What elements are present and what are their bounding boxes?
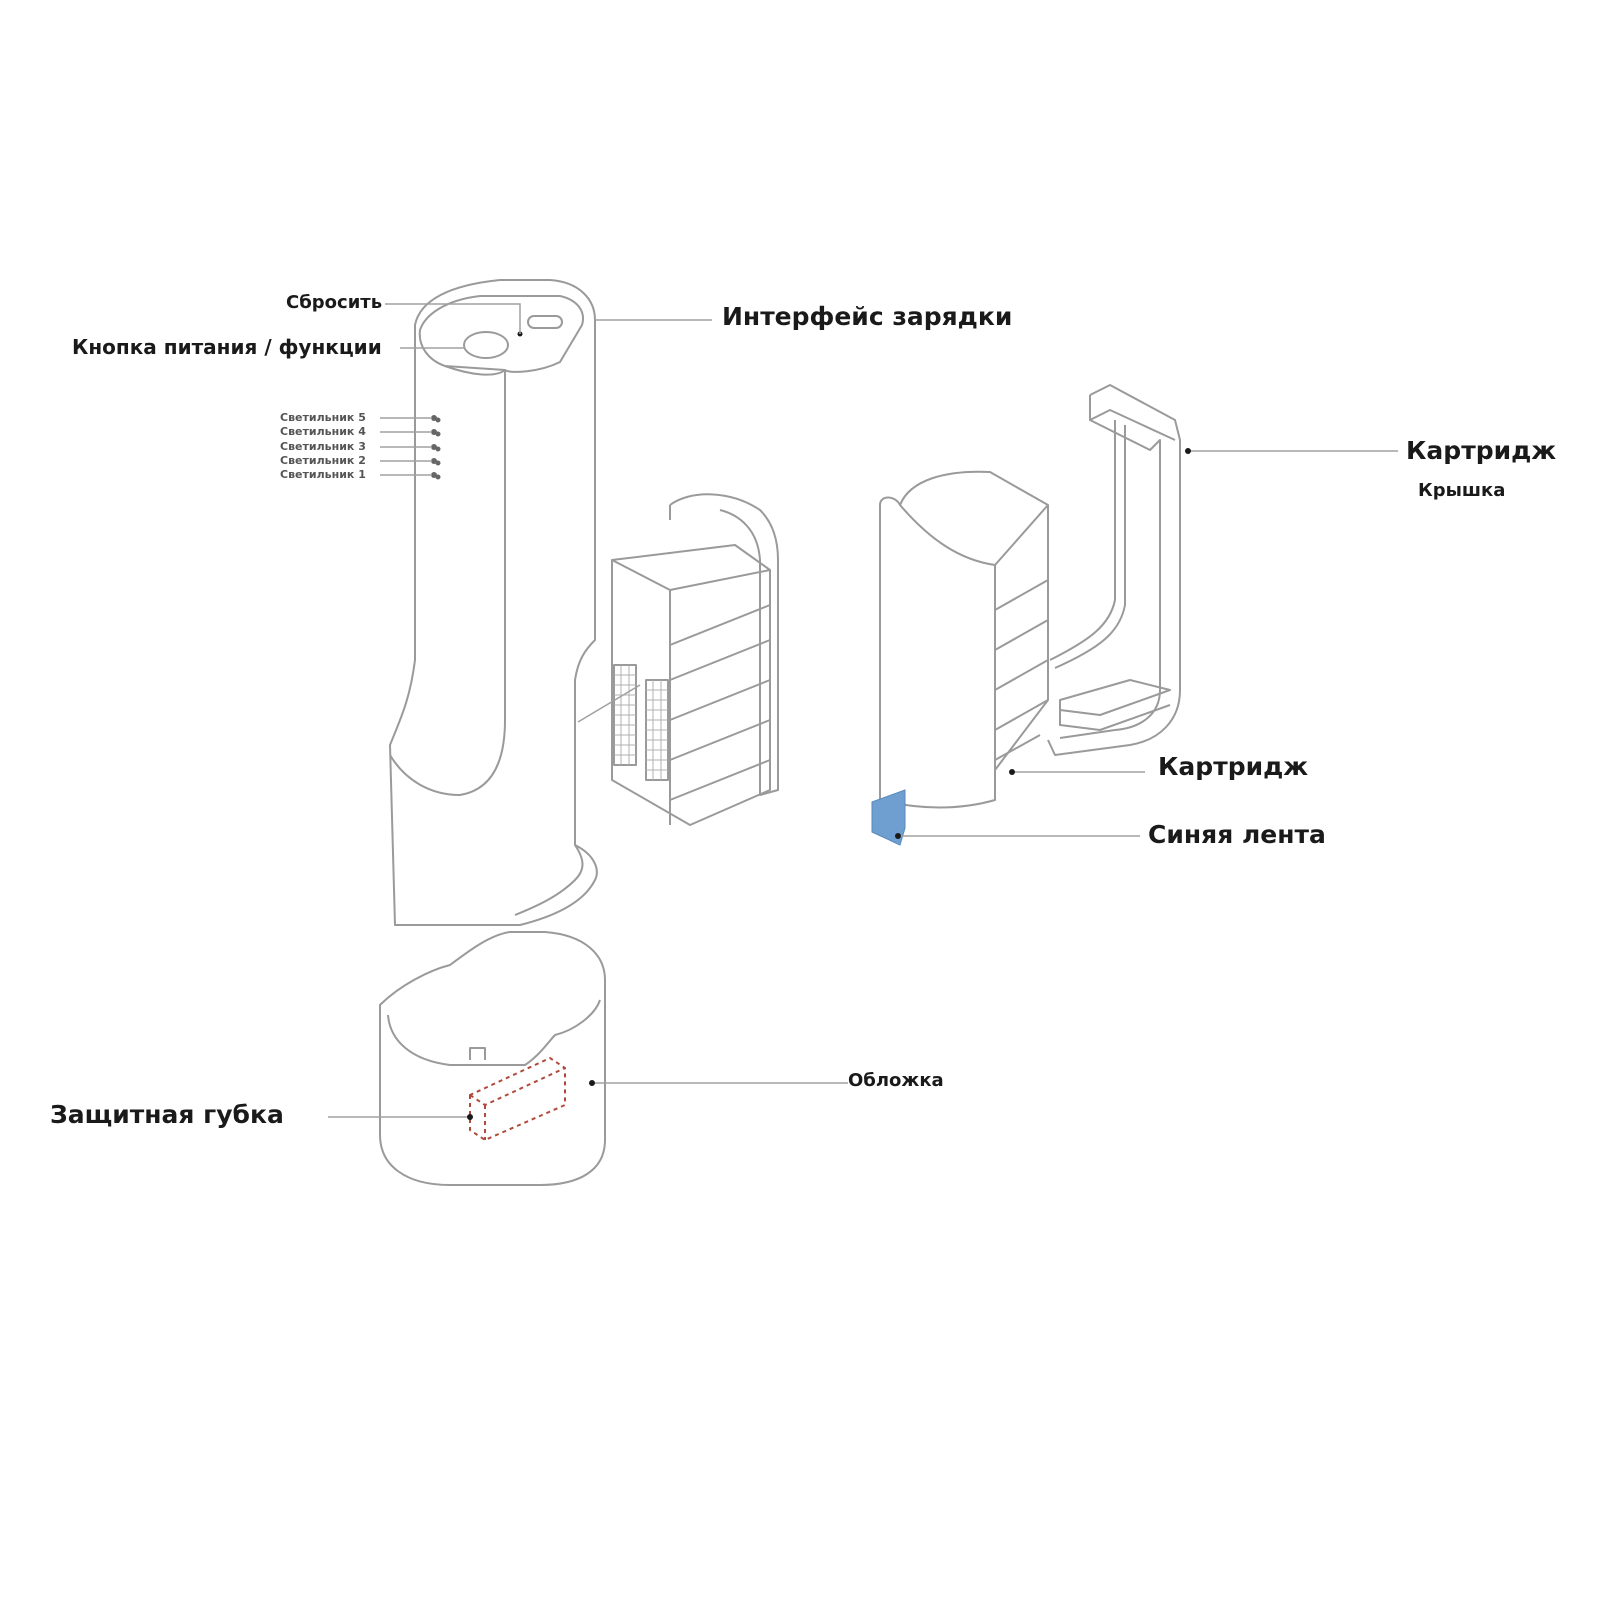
label-light-1: Светильник 1 bbox=[280, 468, 366, 481]
label-protective-sponge: Защитная губка bbox=[50, 1100, 284, 1129]
sponge-dashed bbox=[469, 1056, 566, 1142]
label-blue-tape: Синяя лента bbox=[1148, 820, 1326, 849]
label-cartridge: Картридж bbox=[1158, 752, 1309, 781]
power-button-shape bbox=[463, 331, 509, 359]
device-body bbox=[389, 279, 598, 926]
cartridge-cover-frame bbox=[1047, 384, 1181, 756]
label-charging-interface: Интерфейс зарядки bbox=[722, 302, 1013, 331]
label-light-2: Светильник 2 bbox=[280, 454, 366, 467]
base-cover bbox=[379, 931, 606, 1186]
label-light-4: Светильник 4 bbox=[280, 425, 366, 438]
label-power-button: Кнопка питания / функции bbox=[72, 335, 382, 359]
label-cartridge-cover-1: Картридж bbox=[1406, 436, 1557, 465]
module-grid bbox=[614, 665, 668, 780]
battery-module bbox=[611, 493, 779, 826]
led-dots bbox=[431, 415, 441, 480]
label-reset: Сбросить bbox=[286, 292, 383, 313]
label-light-3: Светильник 3 bbox=[280, 440, 366, 453]
label-cartridge-cover-2: Крышка bbox=[1418, 480, 1506, 501]
leader-dots bbox=[467, 448, 1191, 1120]
cartridge-shell bbox=[879, 470, 1049, 809]
label-cover: Обложка bbox=[848, 1070, 944, 1091]
label-light-5: Светильник 5 bbox=[280, 411, 366, 424]
charging-port-shape bbox=[527, 315, 563, 329]
leader-lines bbox=[328, 303, 1398, 1118]
